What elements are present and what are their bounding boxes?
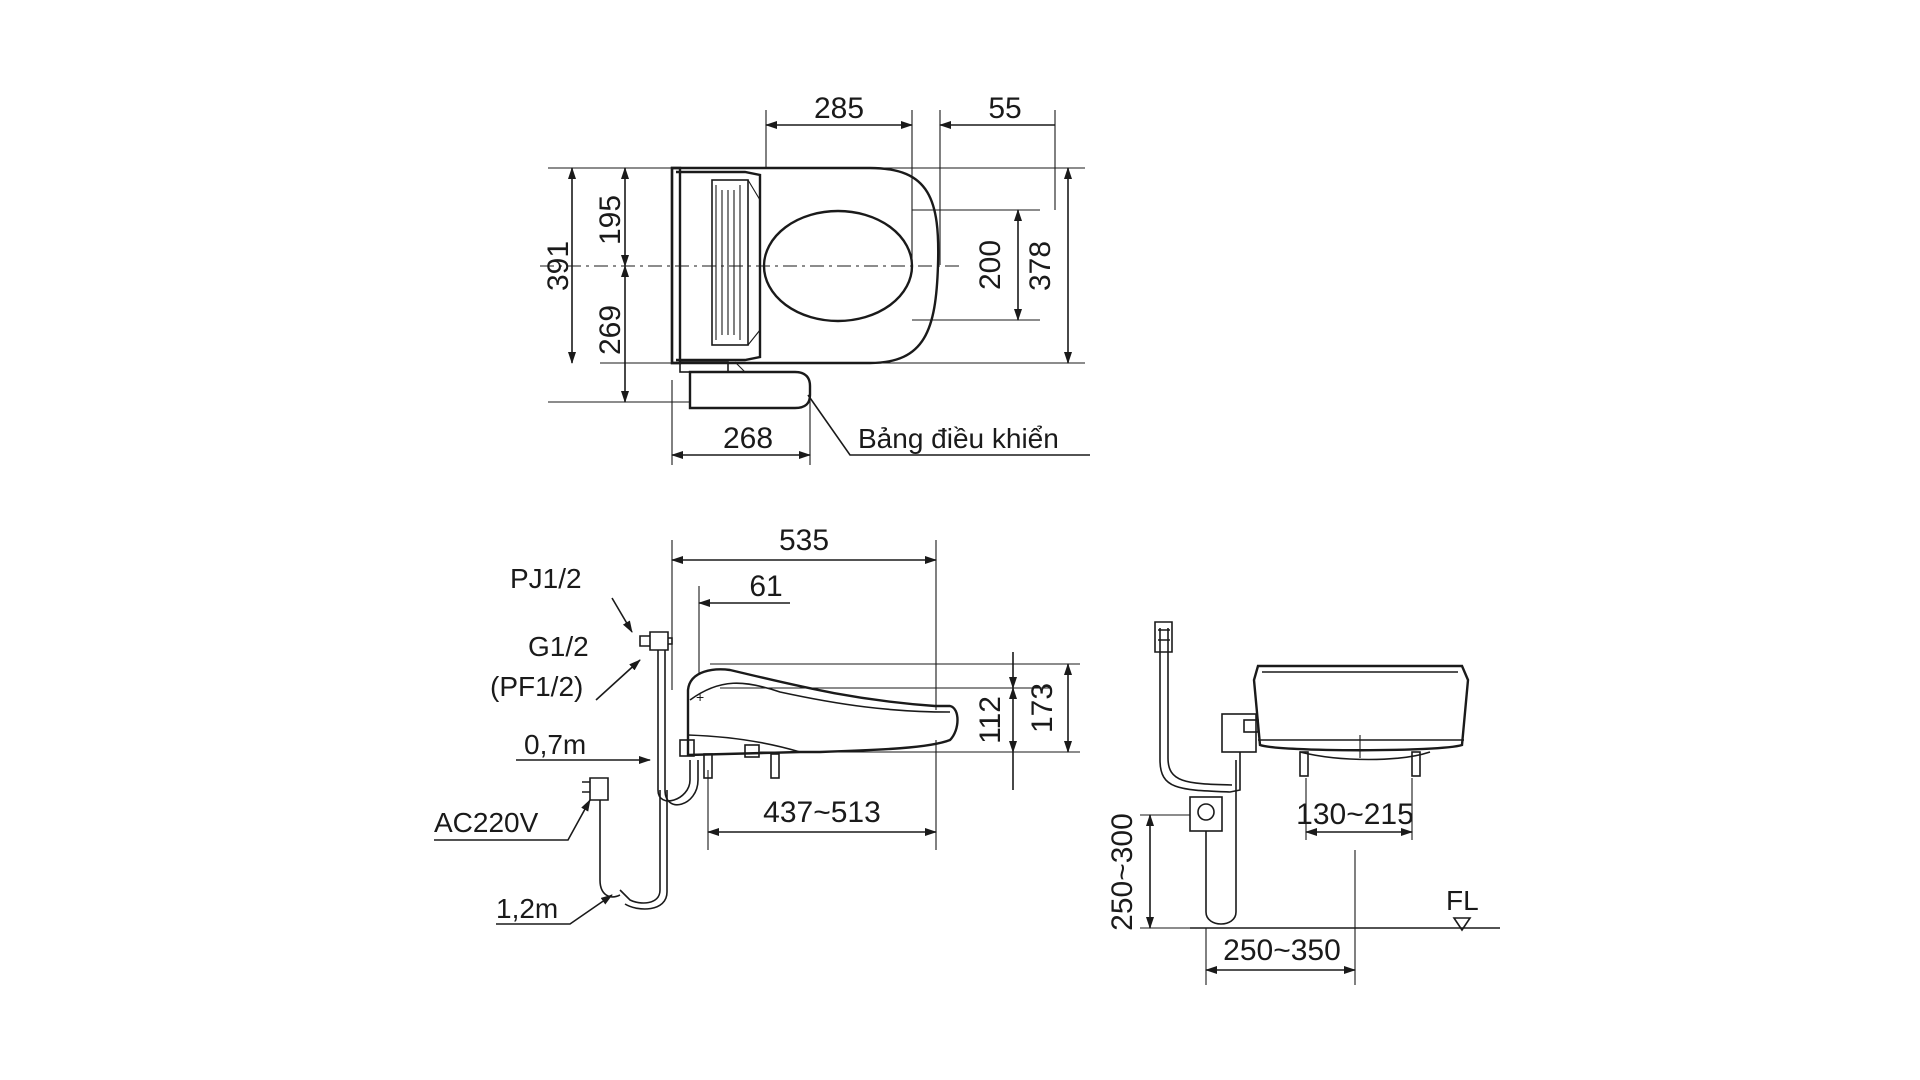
dim-437-513: 437~513 [763,796,881,829]
hose-down [619,790,668,910]
dim-195: 195 [594,195,627,245]
rear-bolt-left [1299,751,1309,777]
label-cord-length: 1,2m [496,893,558,924]
floor-label: FL [1446,885,1479,916]
dim-269: 269 [594,305,627,355]
wall-outlet [1189,796,1223,832]
supply-hose [657,650,699,806]
dim-173: 173 [1026,683,1059,733]
control-panel-label: Bảng điều khiển [858,423,1059,454]
leader-control-panel [807,394,1090,456]
rear-bolt-right [1411,751,1421,777]
dim-391: 391 [542,241,575,291]
valve-assembly [639,631,673,651]
supply-fitting [679,739,695,757]
dim-378: 378 [1024,241,1057,291]
dim-61: 61 [749,570,782,603]
dim-55: 55 [988,92,1021,125]
label-pf: (PF1/2) [490,671,583,702]
hinge-detail-top [715,179,761,346]
power-plug [582,777,609,820]
rear-view: FL 130~215 250~300 250~350 [1106,621,1500,985]
dim-130-215: 130~215 [1296,798,1414,831]
label-pj: PJ1/2 [510,563,582,594]
seat-profile [686,668,959,757]
dim-285: 285 [814,92,864,125]
dim-535: 535 [779,524,829,557]
bolt-right [770,753,780,779]
dim-250-300: 250~300 [1106,813,1139,931]
seat-base [687,734,801,753]
lid-line [689,682,951,713]
label-g: G1/2 [528,631,589,662]
rear-housing-inner [1258,671,1464,741]
dim-250-350: 250~350 [1223,934,1341,967]
control-panel-box [688,370,812,410]
dim-200: 200 [974,240,1007,290]
dim-112: 112 [974,696,1007,744]
side-view: + 535 61 112 173 [434,524,1080,925]
power-cord [599,820,621,898]
seat-outline-top [670,166,940,365]
rear-fitting [1154,621,1173,653]
nozzle-fitting [744,744,760,758]
outlet-cord [1205,760,1237,925]
top-view: 285 55 391 195 269 200 378 268 Bảng điều… [540,92,1090,465]
label-power: AC220V [434,807,539,838]
panel-connector [679,361,729,373]
floor-marker [1452,917,1472,932]
rear-seat-arc [1299,751,1431,761]
hinge-block-top [711,179,749,346]
dim-268: 268 [723,422,773,455]
valve-box [1221,713,1257,753]
rear-hose [1159,628,1241,793]
origin-mark: + [696,689,704,705]
label-hose-length: 0,7m [524,729,586,760]
rear-housing [1252,664,1470,752]
